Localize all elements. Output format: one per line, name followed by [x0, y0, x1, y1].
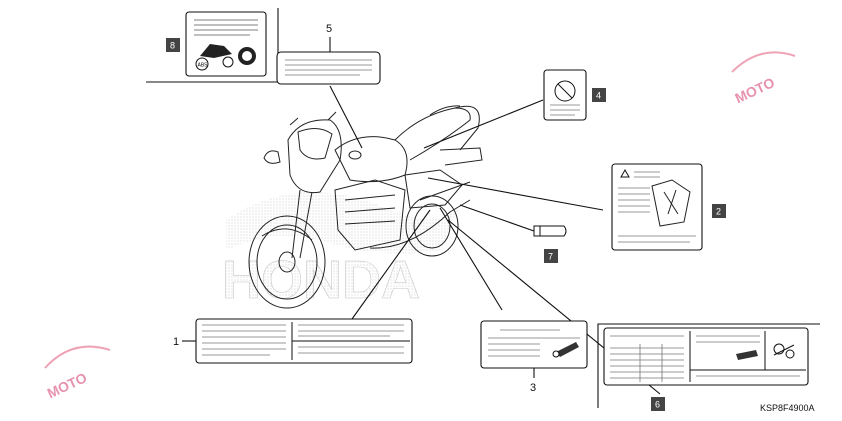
- abs-icon: ABS: [195, 57, 209, 71]
- callout-number-2: 2: [716, 207, 721, 217]
- brand-text: HONDA: [222, 250, 420, 310]
- reference-code: KSP8F4900A: [760, 403, 815, 413]
- sprocket-icon: [773, 343, 795, 359]
- leader-lines: [146, 8, 820, 408]
- label-2: [611, 163, 703, 251]
- callout-number-4: 4: [596, 91, 601, 101]
- label-3: [480, 320, 588, 369]
- wing-logo-shape: [226, 192, 460, 254]
- label-7: [533, 225, 567, 237]
- watermark-top-right: MOTO: [731, 51, 796, 106]
- watermark-bottom-left: MOTO: [44, 345, 111, 401]
- wheel-icon: [222, 56, 234, 68]
- callout-box-4: 4: [592, 88, 606, 102]
- callout-number-7: 7: [548, 252, 553, 262]
- callout-box-7: 7: [544, 249, 558, 263]
- label-6: [603, 327, 809, 386]
- callout-number-8: 8: [170, 41, 175, 51]
- brand-wordmark: HONDA: [222, 250, 421, 311]
- label-5: [276, 51, 381, 85]
- callout-box-8: 8: [166, 38, 180, 52]
- callout-number-1: 1: [173, 336, 179, 348]
- callout-number-6: 6: [655, 400, 660, 410]
- warning-triangle-icon: [620, 168, 630, 178]
- svg-text:ABS: ABS: [198, 63, 209, 69]
- callout-box-2: 2: [712, 204, 726, 218]
- callout-box-6: 6: [651, 397, 665, 411]
- watermark-text: MOTO: [732, 74, 777, 106]
- motorcycle-icon: [200, 44, 232, 58]
- callout-number-3: 3: [530, 382, 536, 394]
- motorcycle-illustration: [248, 105, 483, 309]
- label-4: [543, 69, 587, 121]
- key-icon: [552, 342, 579, 358]
- label-1: [195, 318, 413, 364]
- callout-number-5: 5: [326, 23, 332, 35]
- watermark-text: MOTO: [45, 369, 90, 401]
- label-8: ABS: [185, 11, 267, 77]
